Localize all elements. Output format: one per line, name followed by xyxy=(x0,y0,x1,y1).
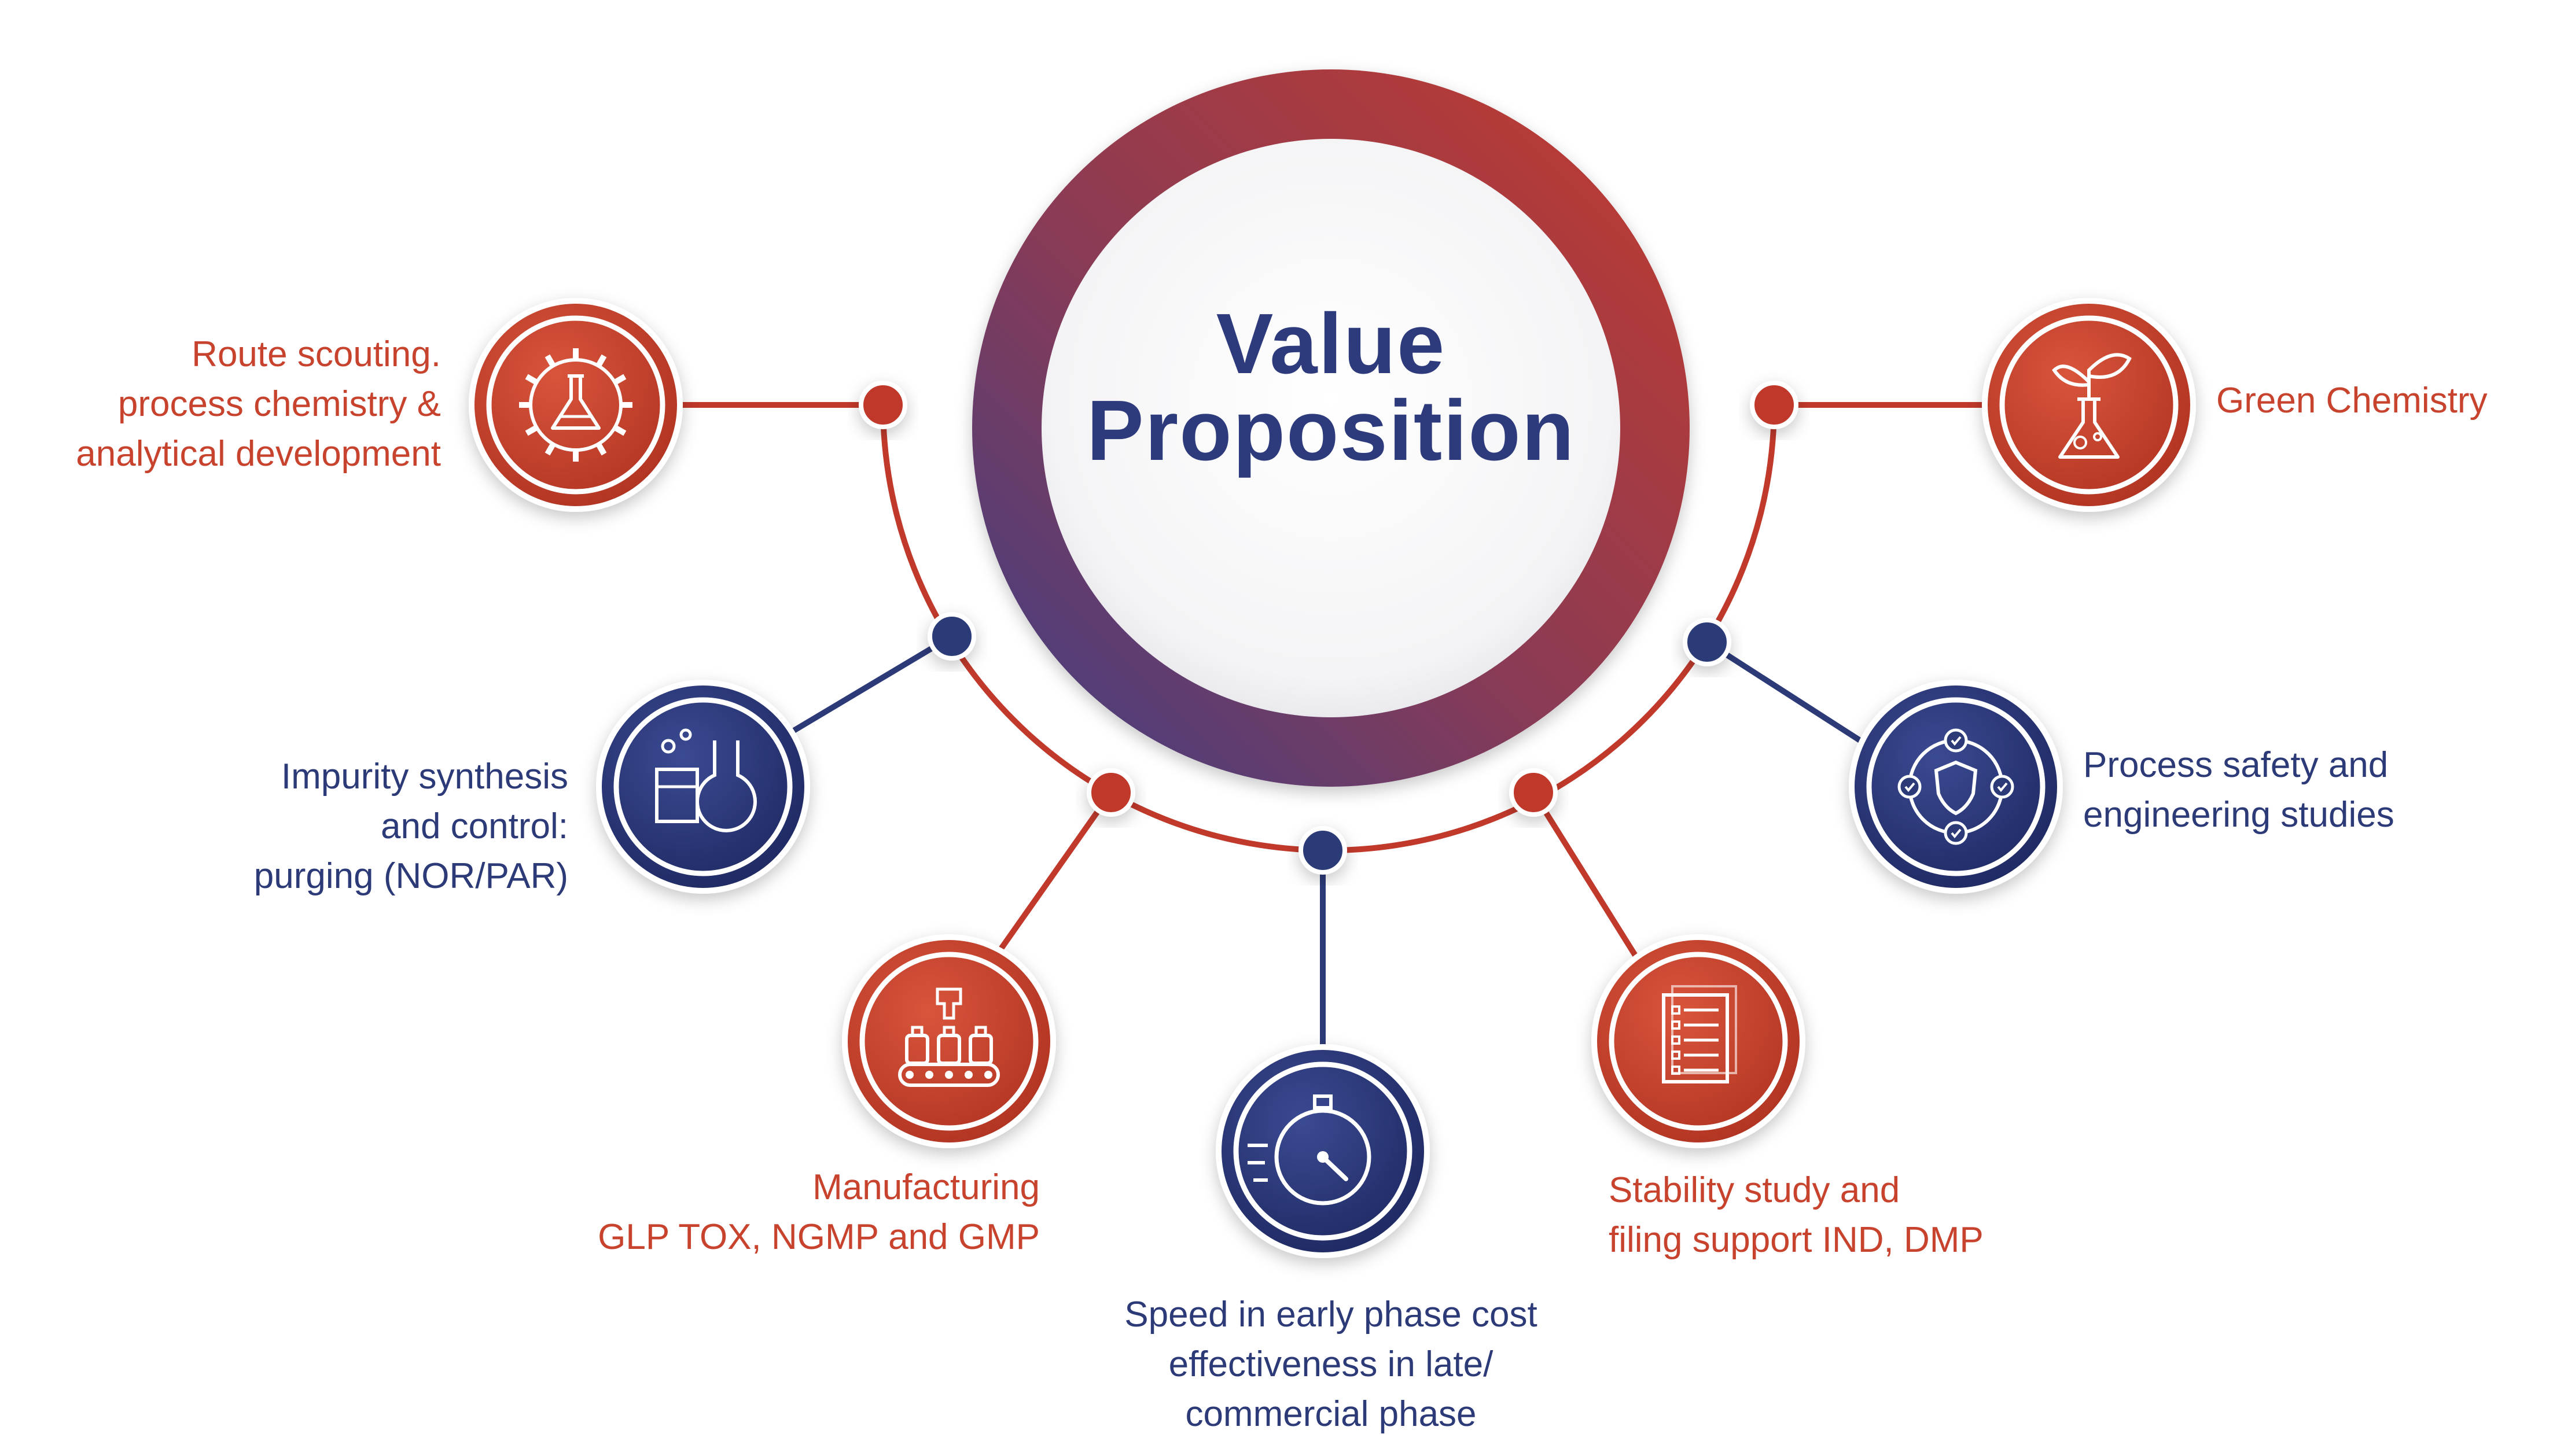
spoke-process-safety xyxy=(1705,639,1871,749)
label-process-safety: Process safety and engineering studies xyxy=(2083,740,2394,840)
node-inner-ring xyxy=(613,697,793,876)
center-title: Value Proposition xyxy=(926,301,1736,474)
label-line: Green Chemistry xyxy=(2216,381,2488,421)
label-line: and control: xyxy=(381,806,568,846)
dot-stability xyxy=(1509,768,1558,817)
dot-impurity-synthesis xyxy=(928,612,976,661)
label-line: analytical development xyxy=(76,434,441,474)
node-manufacturing xyxy=(842,934,1056,1148)
label-line: Process safety and xyxy=(2083,745,2389,785)
node-stability xyxy=(1591,934,1805,1148)
joint-dots xyxy=(859,381,1798,875)
label-line: commercial phase xyxy=(1185,1394,1477,1434)
node-route-scouting xyxy=(469,298,683,512)
center-title-line2: Proposition xyxy=(1086,383,1576,478)
node-process-safety xyxy=(1849,680,2063,894)
dot-process-safety xyxy=(1683,618,1731,666)
dot-manufacturing xyxy=(1087,768,1135,817)
node-outer-disc xyxy=(1988,304,2190,506)
label-line: GLP TOX, NGMP and GMP xyxy=(598,1217,1040,1257)
spokes xyxy=(680,402,1985,1053)
node-inner-ring xyxy=(1999,315,2179,495)
label-line: Route scouting. xyxy=(192,334,441,374)
label-route-scouting: Route scouting. process chemistry & anal… xyxy=(76,330,441,479)
node-inner-ring xyxy=(859,952,1039,1131)
label-manufacturing: Manufacturing GLP TOX, NGMP and GMP xyxy=(598,1163,1040,1262)
label-line: effectiveness in late/ xyxy=(1168,1344,1493,1384)
dot-green-chemistry xyxy=(1750,381,1798,429)
label-line: process chemistry & xyxy=(117,384,441,424)
label-speed: Speed in early phase cost effectiveness … xyxy=(1111,1290,1551,1439)
node-impurity-synthesis xyxy=(596,680,810,894)
label-stability: Stability study and filing support IND, … xyxy=(1609,1166,1984,1265)
spoke-impurity-synthesis xyxy=(785,633,954,738)
checklist-document-icon xyxy=(1662,985,1737,1083)
label-line: Manufacturing xyxy=(812,1167,1040,1207)
label-line: Stability study and xyxy=(1609,1170,1900,1210)
node-outer-disc xyxy=(1855,685,2057,888)
label-line: Speed in early phase cost xyxy=(1124,1295,1537,1335)
center-title-line1: Value xyxy=(1216,296,1446,392)
node-outer-disc xyxy=(848,940,1050,1142)
spoke-manufacturing xyxy=(998,791,1114,950)
dot-speed xyxy=(1298,826,1347,875)
center-ring-inner xyxy=(1042,139,1620,717)
label-green-chemistry: Green Chemistry xyxy=(2216,376,2488,426)
center-ring xyxy=(972,69,1690,787)
spoke-stability xyxy=(1531,791,1652,979)
conveyor-bottles-icon xyxy=(898,987,1000,1087)
node-green-chemistry xyxy=(1982,298,2196,512)
node-circles xyxy=(469,298,2196,1258)
label-impurity-synthesis: Impurity synthesis and control: purging … xyxy=(254,752,568,901)
stopwatch-icon xyxy=(1248,1094,1371,1206)
label-line: engineering studies xyxy=(2083,795,2394,835)
node-inner-ring xyxy=(1609,952,1788,1131)
label-line: Impurity synthesis xyxy=(281,757,568,797)
node-inner-ring xyxy=(1233,1061,1412,1241)
shield-cycle-icon xyxy=(1897,728,2014,845)
node-outer-disc xyxy=(474,304,677,506)
label-line: purging (NOR/PAR) xyxy=(253,856,568,896)
dot-route-scouting xyxy=(859,381,907,429)
label-line: filing support IND, DMP xyxy=(1609,1220,1984,1260)
gear-flask-icon xyxy=(519,348,632,462)
leaf-flask-icon xyxy=(2052,353,2132,459)
node-speed xyxy=(1216,1044,1430,1258)
lab-glassware-icon xyxy=(655,728,757,832)
node-inner-ring xyxy=(1866,697,2046,876)
node-inner-ring xyxy=(486,315,665,495)
